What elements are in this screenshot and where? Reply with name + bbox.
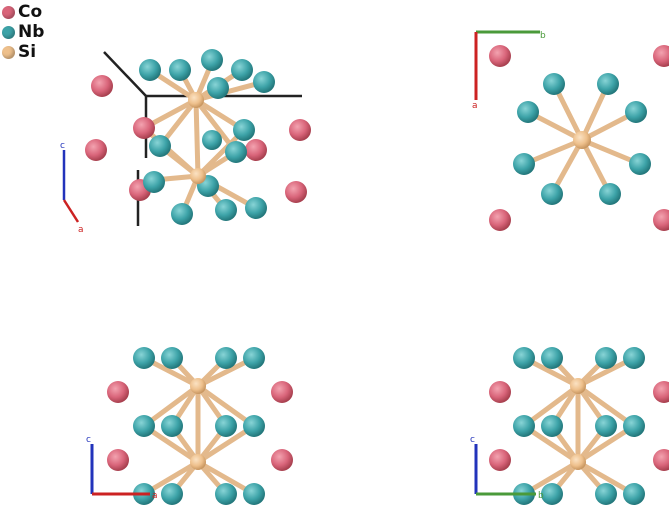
si-atoms: [188, 92, 206, 184]
nb-atoms: [139, 49, 275, 225]
axis-triad-along-b: c a: [86, 435, 158, 501]
axis-triad-along-c: b a: [472, 30, 546, 111]
si-atoms: [570, 378, 586, 470]
si-atoms: [190, 378, 206, 470]
view-perspective: c a: [60, 49, 311, 235]
nb-swatch: [2, 25, 15, 39]
legend-label-si: Si: [18, 42, 37, 62]
legend-label-co: Co: [18, 2, 43, 22]
legend-label-nb: Nb: [18, 22, 45, 42]
axis-label-c: c: [60, 141, 65, 151]
axis-label-a: a: [152, 491, 158, 501]
co-atoms: [85, 75, 311, 203]
view-along-a: c b: [470, 347, 669, 505]
axis-label-a: a: [78, 225, 84, 235]
axis-label-c: c: [470, 435, 475, 445]
co-atoms: [489, 381, 669, 471]
axis-label-b: b: [538, 491, 544, 501]
axis-label-c: c: [86, 435, 91, 445]
element-legend: Co Nb Si: [2, 2, 44, 62]
legend-item-co: Co: [2, 2, 44, 22]
view-along-b: c a: [86, 347, 293, 505]
si-atoms: [573, 131, 591, 149]
co-swatch: [2, 5, 15, 19]
nb-atoms: [133, 347, 265, 505]
si-swatch: [2, 45, 15, 59]
co-atoms: [107, 381, 293, 471]
legend-item-nb: Nb: [2, 22, 44, 42]
axis-label-b: b: [540, 31, 546, 41]
axis-triad-along-a: c b: [470, 435, 544, 501]
nb-atoms: [513, 347, 645, 505]
view-along-c: b a: [472, 30, 669, 231]
nb-atoms: [513, 73, 651, 205]
axis-triad-perspective: c a: [60, 141, 84, 235]
co-atoms: [489, 45, 669, 231]
axis-label-a: a: [472, 101, 478, 111]
legend-item-si: Si: [2, 42, 44, 62]
